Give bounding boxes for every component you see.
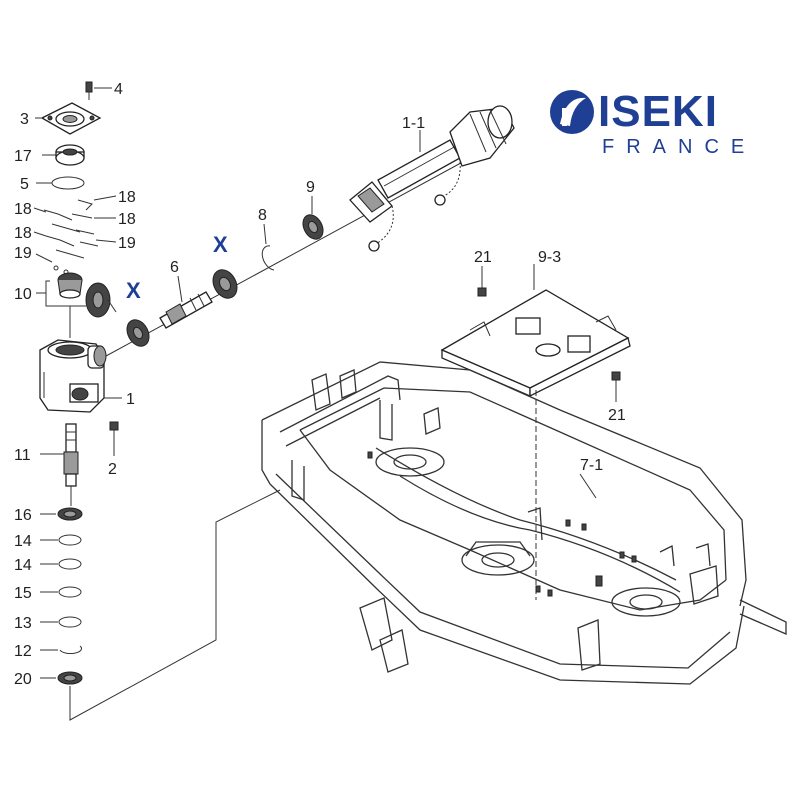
cross-plate-part-9-3	[440, 289, 631, 398]
callout-2: 2	[108, 461, 117, 478]
washer-part-13	[58, 616, 82, 628]
o-ring-part-5	[51, 176, 85, 190]
washer-part-14-a	[58, 534, 82, 546]
washer-part-15	[58, 586, 82, 598]
pto-driveshaft-part-1-1	[349, 105, 515, 252]
callout-12: 12	[14, 643, 32, 660]
callout-15: 15	[14, 585, 32, 602]
input-axis-line	[105, 157, 471, 357]
callout-11: 11	[14, 447, 31, 464]
bearing-x-upper	[212, 269, 238, 299]
callout-14-a: 14	[14, 533, 32, 550]
brand-name: ISEKI	[598, 87, 718, 136]
callout-6: 6	[170, 259, 179, 276]
callout-21-bottom: 21	[608, 407, 626, 424]
bolt-part-21-bottom	[611, 371, 621, 381]
callout-8: 8	[258, 207, 267, 224]
seal-part-16	[57, 507, 83, 521]
shim-clip-set	[43, 199, 99, 275]
callout-5: 5	[20, 176, 29, 193]
bearing-x-lower	[126, 319, 150, 347]
marker-x-lower: X	[126, 278, 141, 303]
assembly-guide-line	[69, 489, 281, 721]
callout-1-1: 1-1	[402, 115, 425, 132]
callout-7-1: 7-1	[580, 457, 603, 474]
marker-x-upper: X	[213, 232, 228, 257]
callout-17: 17	[14, 148, 32, 165]
callout-13: 13	[14, 615, 32, 632]
seal-part-20	[57, 671, 83, 685]
gearbox-housing-part-1	[39, 339, 107, 413]
iseki-logo	[550, 90, 594, 134]
brand-subtitle: FRANCE	[602, 136, 757, 158]
callout-9-3: 9-3	[538, 249, 561, 266]
bevel-gear-set-part-10	[57, 272, 117, 318]
bolt-part-21-top	[477, 287, 487, 297]
callout-4: 4	[114, 81, 123, 98]
seal-part-9	[302, 214, 324, 240]
callout-9: 9	[306, 179, 315, 196]
callout-18-right: 18	[118, 211, 136, 228]
callout-10: 10	[14, 286, 32, 303]
callout-18-left: 18	[14, 201, 32, 218]
bolt-part-4	[85, 81, 93, 100]
callout-14-b: 14	[14, 557, 32, 574]
callout-3: 3	[20, 111, 29, 128]
callout-19-right: 19	[118, 235, 136, 252]
callout-19-left: 19	[14, 245, 32, 262]
callout-18-right-top: 18	[118, 189, 136, 206]
callout-20: 20	[14, 671, 32, 688]
callout-1: 1	[126, 391, 135, 408]
cover-plate-part-3	[40, 102, 102, 135]
callout-16: 16	[14, 507, 32, 524]
circlip-part-8	[261, 245, 275, 271]
brand-block: ISEKI FRANCE	[538, 88, 788, 164]
washer-part-14-b	[58, 558, 82, 570]
circlip-part-12	[59, 645, 82, 655]
plug-part-2	[109, 421, 119, 431]
callout-21-top: 21	[474, 249, 492, 266]
input-shaft-part-6	[159, 291, 213, 329]
mower-deck-part-7-1	[261, 361, 787, 685]
bearing-part-17	[55, 144, 85, 166]
callout-18-left-2: 18	[14, 225, 32, 242]
output-shaft-part-11	[63, 423, 79, 487]
